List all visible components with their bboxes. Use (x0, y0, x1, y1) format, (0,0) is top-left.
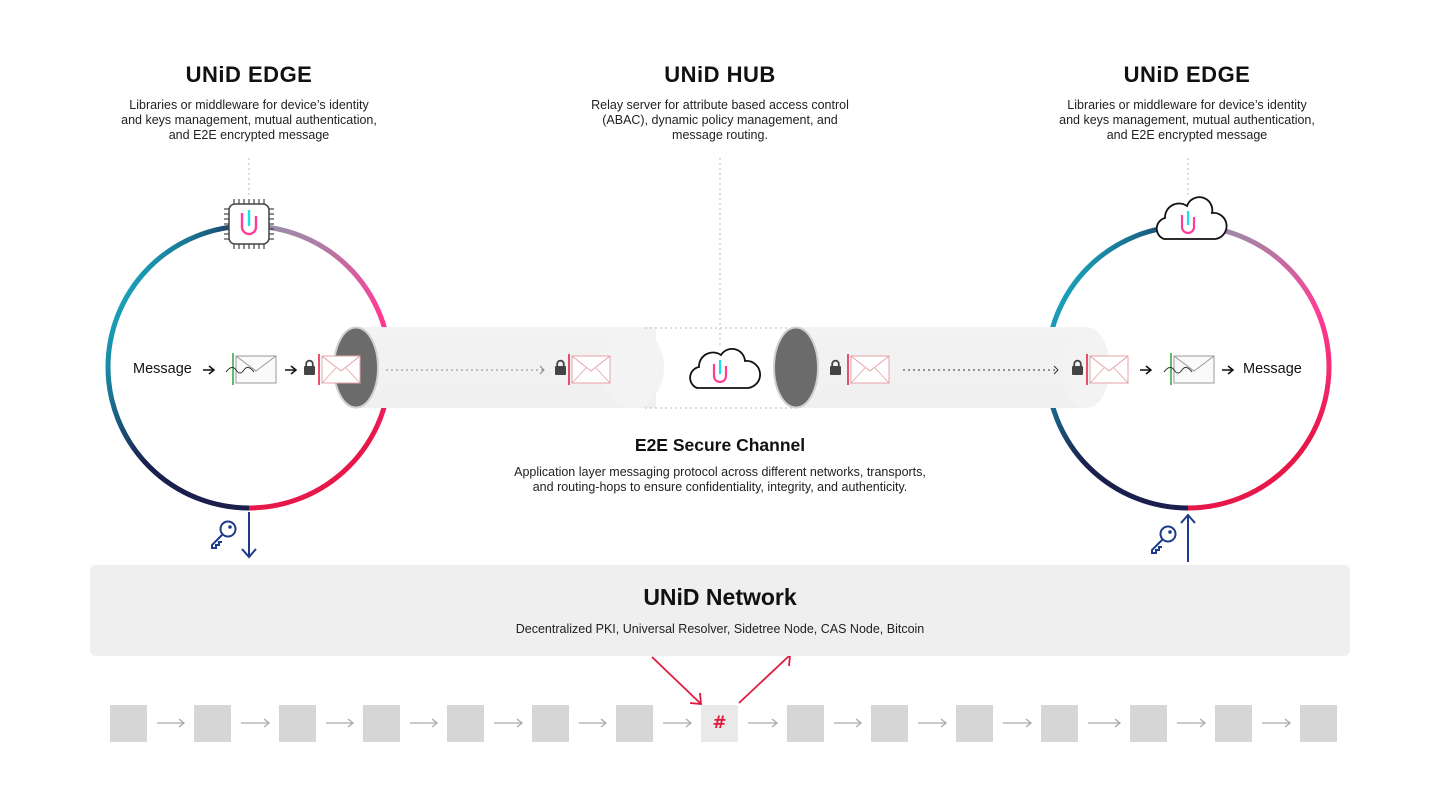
left-edge-description: Libraries or middleware for device’s ide… (121, 98, 377, 142)
channel-description: Application layer messaging protocol acr… (514, 465, 926, 494)
cloud-icon (1155, 196, 1228, 240)
chain-block (1130, 705, 1167, 742)
chain-block (532, 705, 569, 742)
encrypted-envelope-icon (847, 353, 890, 386)
channel-title: E2E Secure Channel (634, 435, 806, 455)
anchor-in-arrow (651, 656, 702, 705)
chain-link-arrow (918, 718, 948, 728)
chain-link-arrow (157, 718, 186, 728)
lock-icon (303, 359, 316, 376)
chain-block (1215, 705, 1252, 742)
encrypted-envelope-icon (568, 353, 611, 386)
transmission-arrowhead-right (1053, 365, 1059, 375)
chain-link-arrow (494, 718, 524, 728)
unid-network-panel: UNiD Network Decentralized PKI, Universa… (90, 565, 1350, 656)
network-description: Decentralized PKI, Universal Resolver, S… (515, 622, 925, 636)
chain-link-arrow (410, 718, 439, 728)
chain-block (1300, 705, 1337, 742)
chain-block (194, 705, 231, 742)
key-icon (1151, 525, 1177, 554)
left-message-label: Message (133, 361, 192, 377)
tube-opening-right (773, 326, 819, 409)
chain-link-arrow (1262, 718, 1292, 728)
transmission-arrowhead-left (539, 365, 545, 375)
chain-link-arrow (241, 718, 271, 728)
chain-link-arrow (834, 718, 863, 728)
right-edge-title: UNiD EDGE (1123, 62, 1251, 87)
chain-block (1041, 705, 1078, 742)
network-title: UNiD Network (643, 584, 797, 610)
encrypted-envelope-icon (1086, 353, 1129, 386)
chain-link-arrow (579, 718, 608, 728)
hash-block: # (701, 705, 738, 742)
right-arrow-2 (1222, 365, 1235, 375)
right-message-label: Message (1243, 361, 1302, 377)
chain-link-arrow (326, 718, 355, 728)
chain-block (279, 705, 316, 742)
chain-link-arrow (663, 718, 693, 728)
hub-title: UNiD HUB (664, 62, 776, 87)
chain-block (110, 705, 147, 742)
secure-channel-tube-right (796, 327, 1110, 408)
secure-channel-tube-left (356, 327, 664, 408)
chain-link-arrow (1177, 718, 1207, 728)
chain-link-arrow (1088, 718, 1122, 728)
chain-block (363, 705, 400, 742)
chain-link-arrow (748, 718, 779, 728)
hub-cloud-icon (689, 348, 761, 389)
chain-block (616, 705, 653, 742)
key-icon (211, 520, 237, 549)
upload-key-arrow (1180, 513, 1196, 562)
right-edge-description: Libraries or middleware for device’s ide… (1059, 98, 1315, 142)
hub-description: Relay server for attribute based access … (591, 98, 849, 142)
chip-icon (224, 199, 274, 249)
download-key-arrow (241, 512, 257, 559)
chain-link-arrow (1003, 718, 1033, 728)
chain-block (447, 705, 484, 742)
chain-block (871, 705, 908, 742)
left-edge-title: UNiD EDGE (185, 62, 313, 87)
left-arrow-2 (285, 365, 298, 375)
signed-envelope-icon (1163, 352, 1215, 386)
encrypted-envelope-icon (318, 353, 361, 386)
left-arrow-1 (203, 365, 216, 375)
signed-envelope-icon (225, 352, 277, 386)
chain-block (956, 705, 993, 742)
chain-block (787, 705, 824, 742)
right-arrow-1 (1140, 365, 1153, 375)
anchor-out-arrow (738, 654, 791, 704)
